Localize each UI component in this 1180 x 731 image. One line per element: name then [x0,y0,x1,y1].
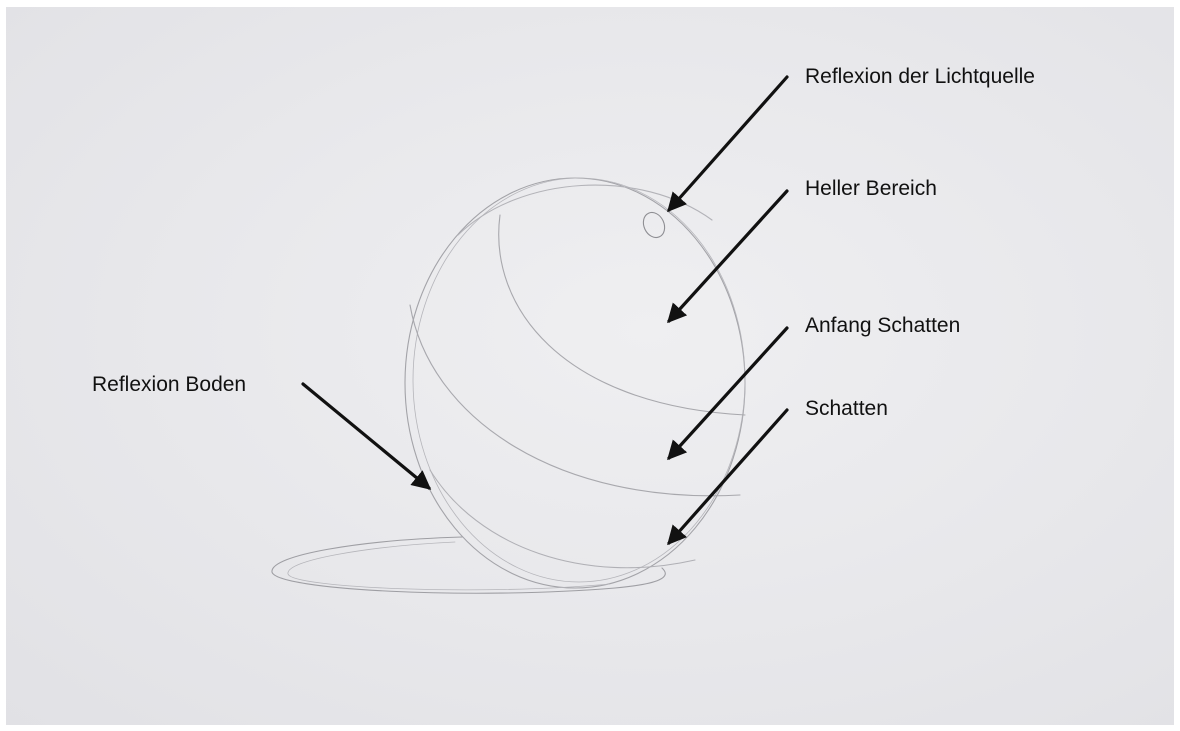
label-floor-reflection: Reflexion Boden [92,374,246,395]
bright-area-boundary [499,215,745,415]
cast-shadow-outline-sketch [288,542,610,590]
arrow-light-source-reflection [669,77,787,210]
shadow-start-boundary [410,305,740,496]
arrow-bright-area [669,191,787,321]
annotation-arrows [303,77,787,543]
arrow-shadow [669,410,787,543]
sphere-top-sketch-line [458,185,712,235]
sphere-drawing [272,178,745,593]
label-light-source-reflection: Reflexion der Lichtquelle [805,66,1035,87]
label-shadow-start: Anfang Schatten [805,315,960,336]
highlight-spot [639,209,668,241]
sphere-outline [405,178,745,588]
label-shadow: Schatten [805,398,888,419]
arrow-floor-reflection [303,384,429,488]
arrow-shadow-start [669,328,787,458]
label-bright-area: Heller Bereich [805,178,937,199]
shadow-boundary [430,470,695,568]
